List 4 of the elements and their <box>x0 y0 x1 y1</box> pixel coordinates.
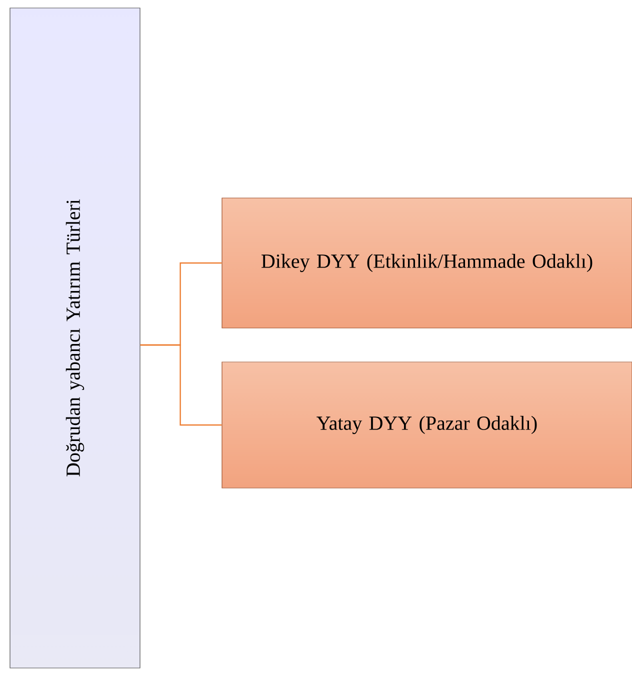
category-bar: Doğrudan yabancı Yatırım Türleri <box>10 8 140 668</box>
category-box: Yatay DYY (Pazar Odaklı) <box>222 362 632 488</box>
category-box: Dikey DYY (Etkinlik/Hammade Odaklı) <box>222 198 632 328</box>
connector-line <box>140 344 222 426</box>
